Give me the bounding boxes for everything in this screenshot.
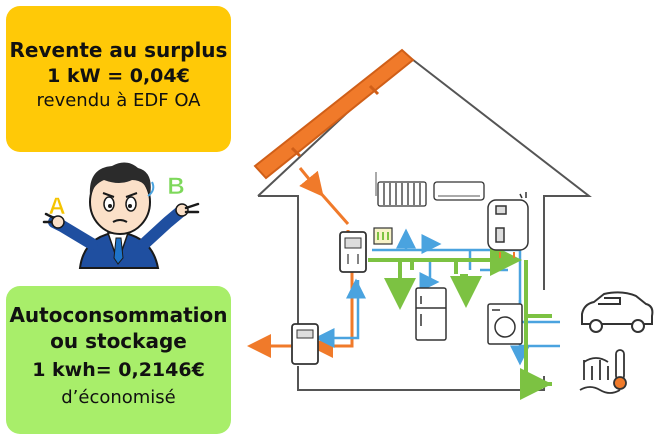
heat-pump-icon [579, 349, 627, 394]
radiator-icon [377, 181, 427, 207]
choice-label-b: B [167, 173, 184, 200]
washing-machine-icon [487, 303, 523, 345]
surplus-formula: 1 kW = 0,04€ [47, 65, 190, 87]
choice-label-a: A [48, 193, 65, 220]
consumption-flow-lines [368, 244, 552, 400]
inverter-icon [339, 231, 367, 273]
self-consumption-card: Autoconsommation ou stockage 1 kwh= 0,21… [6, 286, 231, 434]
selfconsumption-title-line2: ou stockage [50, 329, 187, 353]
car-icon [581, 291, 654, 333]
refrigerator-icon [415, 287, 447, 341]
selfconsumption-title-line1: Autoconsommation [9, 303, 228, 327]
selfconsumption-formula: 1 kwh= 0,2146€ [32, 359, 205, 381]
switchboard-icon [373, 227, 393, 245]
surplus-subtitle: revendu à EDF OA [36, 90, 201, 111]
solar-flow-lines [247, 167, 354, 358]
surplus-title: Revente au surplus [9, 38, 228, 62]
solar-panel-icon [253, 48, 415, 180]
surplus-resale-card: Revente au surplus 1 kW = 0,04€ revendu … [6, 6, 231, 152]
air-conditioner-icon [433, 181, 485, 201]
battery-icon [291, 323, 319, 365]
selfconsumption-subtitle: d’économisé [61, 387, 176, 408]
water-heater-icon [487, 192, 529, 258]
confused-man-illustration [42, 162, 200, 269]
